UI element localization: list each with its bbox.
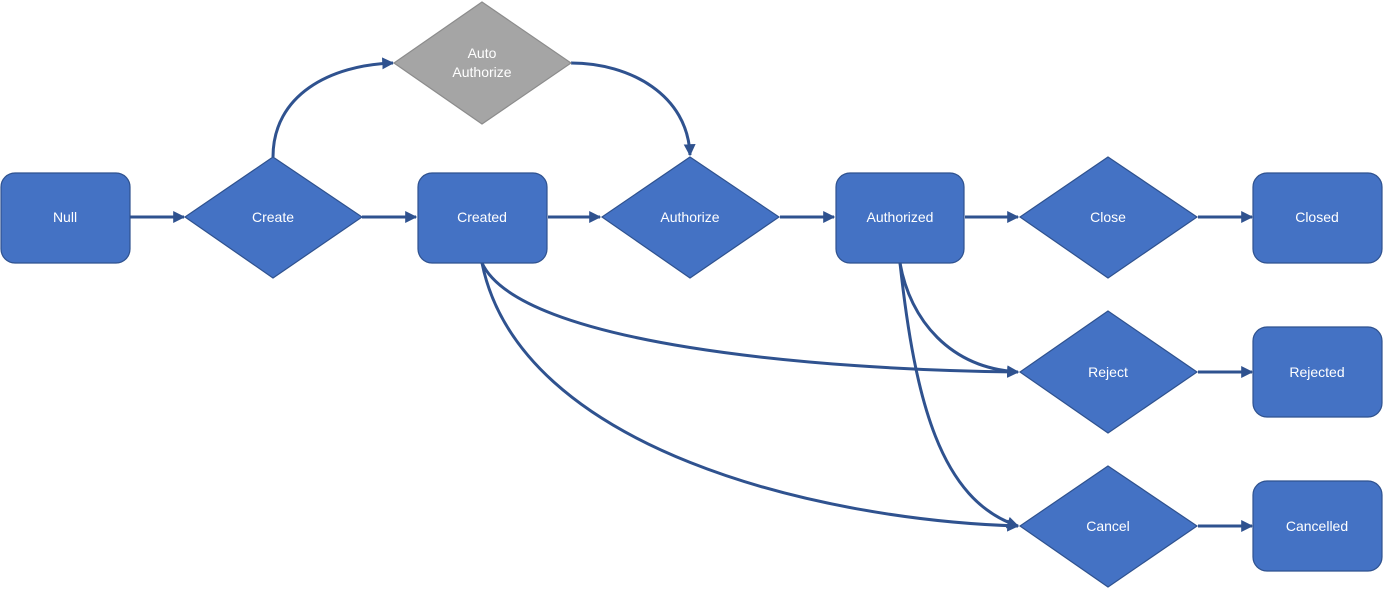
action-close: Close xyxy=(1018,156,1199,279)
action-authorize: Authorize xyxy=(600,156,781,279)
state-null-label: Null xyxy=(53,209,77,225)
edge-created-to-reject xyxy=(480,262,1020,378)
state-closed-label: Closed xyxy=(1295,209,1339,225)
action-auto-authorize: Auto Authorize xyxy=(392,1,573,125)
edge-created-to-cancel xyxy=(480,262,1020,532)
state-created: Created xyxy=(417,172,548,264)
edges xyxy=(130,57,1254,532)
state-rejected: Rejected xyxy=(1252,326,1383,418)
state-rejected-label: Rejected xyxy=(1289,364,1344,380)
edge-auto-authorize-to-authorize xyxy=(570,61,696,157)
action-cancel: Cancel xyxy=(1018,465,1199,588)
action-close-label: Close xyxy=(1090,209,1126,225)
state-closed: Closed xyxy=(1252,172,1383,264)
state-cancelled: Cancelled xyxy=(1252,480,1383,572)
action-create: Create xyxy=(183,156,364,279)
action-create-label: Create xyxy=(252,209,294,225)
state-authorized-label: Authorized xyxy=(867,209,934,225)
state-authorized: Authorized xyxy=(835,172,965,264)
edge-authorized-to-reject xyxy=(898,262,1020,378)
edge-create-to-auto-authorize xyxy=(271,57,395,158)
edge-authorized-to-cancel xyxy=(898,262,1020,529)
state-created-label: Created xyxy=(457,209,507,225)
action-auto-authorize-label-line2: Authorize xyxy=(452,64,511,80)
action-auto-authorize-label-line1: Auto xyxy=(468,45,497,61)
action-cancel-label: Cancel xyxy=(1086,518,1130,534)
action-authorize-label: Authorize xyxy=(660,209,719,225)
action-reject-label: Reject xyxy=(1088,364,1128,380)
action-reject: Reject xyxy=(1018,310,1199,434)
state-null: Null xyxy=(0,172,131,264)
state-cancelled-label: Cancelled xyxy=(1286,518,1348,534)
